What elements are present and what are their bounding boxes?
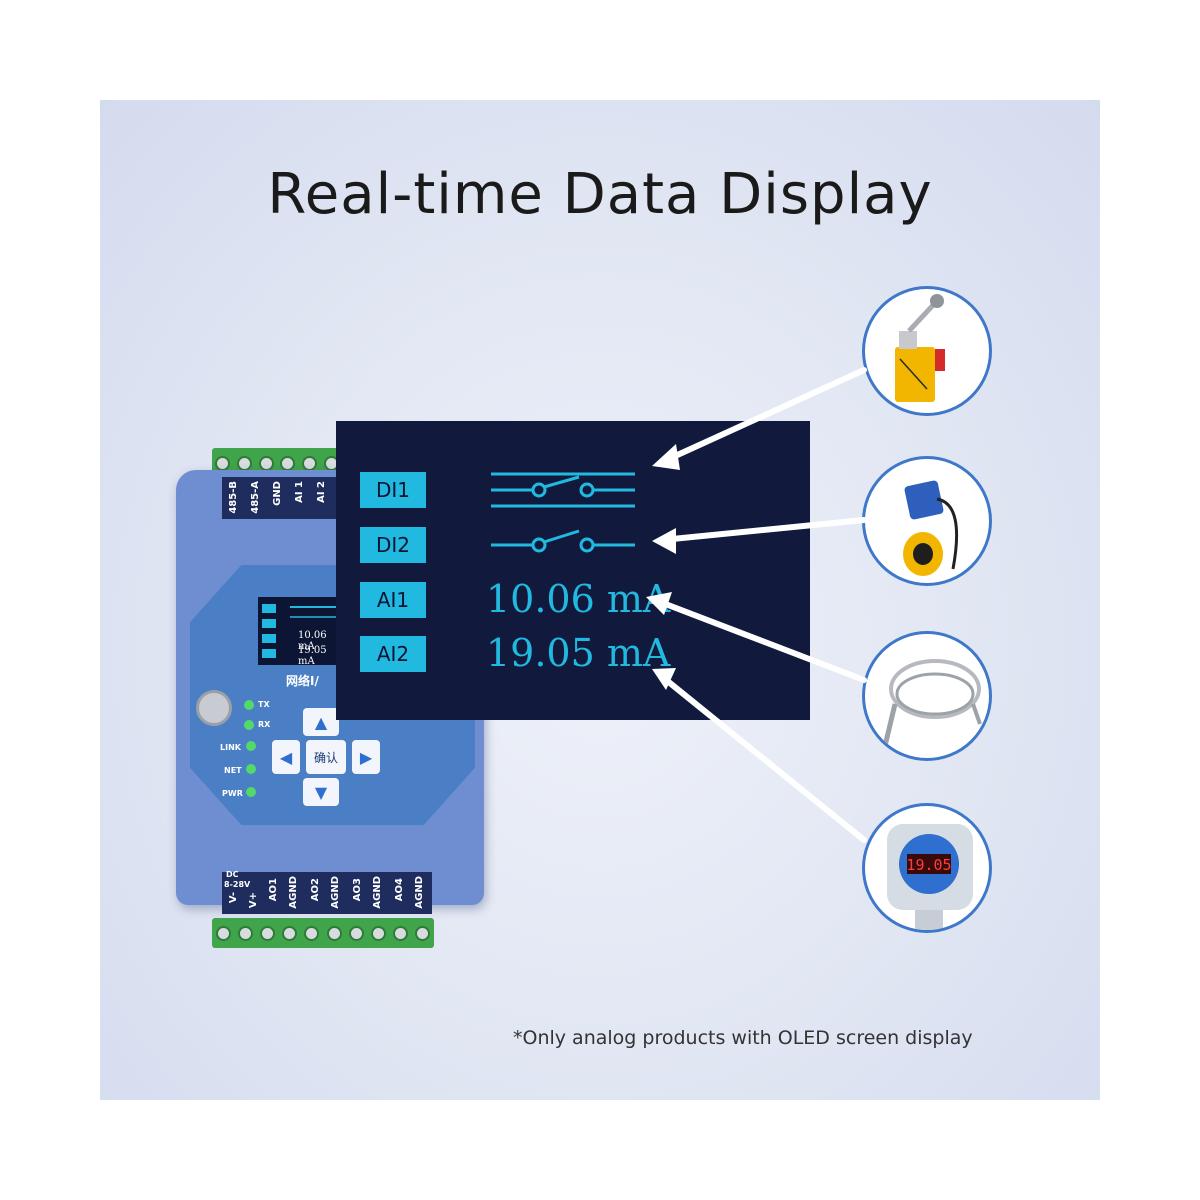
pressure-transmitter-icon: 19.05: [887, 824, 973, 930]
terminal-screw: [258, 455, 274, 471]
thermocouple-sensor: [862, 631, 992, 761]
tag-ai2: AI2: [360, 636, 426, 672]
limit-switch-sensor: [862, 286, 992, 416]
transmitter-display-text: 19.05: [906, 856, 951, 874]
up-button[interactable]: ▲: [303, 708, 339, 736]
footnote: *Only analog products with OLED screen d…: [513, 1027, 973, 1049]
terminal-screw: [415, 925, 431, 941]
arrow-transmitter-to-ai2: [657, 672, 867, 843]
switch-open-icon: [491, 529, 635, 553]
thermocouple-icon: [882, 659, 982, 747]
bottom-terminal-block: [212, 918, 434, 948]
led-label-link: LINK: [220, 743, 241, 752]
led-label-net: NET: [224, 766, 242, 775]
terminal-screw: [215, 925, 231, 941]
led-rx: [244, 720, 254, 730]
arrowhead-icon: [652, 528, 676, 554]
terminal-screw: [259, 925, 275, 941]
terminal-screw: [237, 925, 253, 941]
tag-di2: DI2: [360, 527, 426, 563]
pressure-transmitter-sensor: 19.05: [862, 803, 992, 933]
arrow-limit-switch-to-di1: [659, 367, 867, 465]
oled-display: DI1 DI2 AI1 10.06 mA AI2 19.05 mA: [336, 421, 810, 720]
tag-ai1: AI1: [360, 582, 426, 618]
led-link: [246, 741, 256, 751]
terminal-screw: [236, 455, 252, 471]
mini-tag-di1: [262, 604, 276, 613]
tag-di1: DI1: [360, 472, 426, 508]
terminal-screw: [215, 455, 231, 471]
led-pwr: [246, 787, 256, 797]
mounting-screw-icon: [196, 690, 232, 726]
led-label-pwr: PWR: [222, 789, 243, 798]
power-range-label: 8-28V: [224, 880, 251, 889]
terminal-screw: [370, 925, 386, 941]
led-label-tx: TX: [258, 700, 270, 709]
led-net: [246, 764, 256, 774]
terminal-screw: [304, 925, 320, 941]
arrow-float-switch-to-di2: [659, 517, 867, 543]
arrowhead-icon: [646, 592, 672, 615]
arrowhead-icon: [652, 668, 676, 690]
mini-tag-ai1: [262, 634, 276, 643]
switch-closed-icon: [491, 472, 635, 508]
bottom-pin-label-band: DC 8-28V V- V+ AO1 AGND AO2 AGND AO3 AGN…: [222, 870, 432, 914]
terminal-screw: [280, 455, 296, 471]
led-label-rx: RX: [258, 720, 271, 729]
mini-oled-screen: 10.06 mA 19.05 mA: [258, 597, 343, 667]
down-button[interactable]: ▼: [303, 778, 339, 806]
terminal-screw: [282, 925, 298, 941]
arrow-thermocouple-to-ai1: [652, 597, 867, 683]
confirm-button[interactable]: 确认: [306, 740, 346, 774]
terminal-screw: [326, 925, 342, 941]
right-button[interactable]: ▶: [352, 740, 380, 774]
limit-switch-icon: [895, 294, 945, 402]
mini-value-ai2: 19.05 mA: [298, 645, 327, 667]
arrowhead-icon: [652, 444, 680, 470]
brand-text: 网络I/: [286, 674, 319, 688]
power-spec-label: DC: [226, 870, 239, 879]
reading-ai1: 10.06 mA: [486, 577, 671, 621]
mini-value-ai1: 10.06 mA: [298, 630, 327, 652]
top-pin-label-band: 485-B 485-A GND AI 1 AI 2: [222, 477, 337, 519]
mini-tag-ai2: [262, 649, 276, 658]
reading-ai2: 19.05 mA: [486, 631, 671, 675]
led-tx: [244, 700, 254, 710]
page-title: Real-time Data Display: [267, 162, 933, 227]
terminal-screw: [348, 925, 364, 941]
mini-tag-di2: [262, 619, 276, 628]
float-switch-icon: [903, 480, 959, 576]
left-button[interactable]: ◀: [272, 740, 300, 774]
mini-switch-icon: [290, 606, 336, 618]
float-switch-sensor: [862, 456, 992, 586]
terminal-screw: [393, 925, 409, 941]
terminal-screw: [301, 455, 317, 471]
